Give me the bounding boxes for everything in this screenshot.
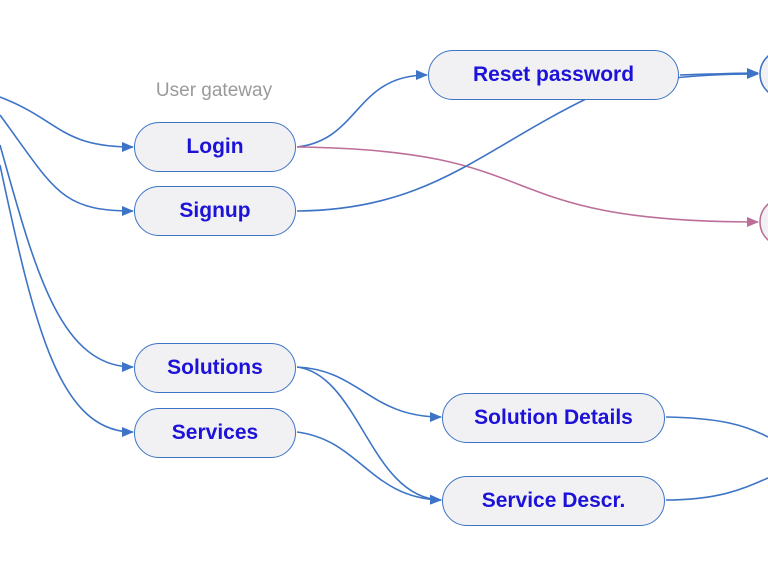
edge-solutions-to-service-descr xyxy=(296,366,442,505)
group-label-user-gateway: User gateway xyxy=(155,80,273,101)
edge-solution-details-to-offscreen xyxy=(665,416,768,438)
edge-source-to-services xyxy=(0,164,134,437)
node-reset-password[interactable]: Reset password xyxy=(428,50,679,100)
edge-source-to-signup xyxy=(0,114,134,216)
node-solutions[interactable]: Solutions xyxy=(134,343,296,393)
edge-reset-to-offscreen xyxy=(679,68,759,79)
edge-login-to-offscreen-pink xyxy=(296,146,759,227)
offscreen-node-pink-right[interactable] xyxy=(759,198,768,246)
node-login[interactable]: Login xyxy=(134,122,296,172)
node-signup[interactable]: Signup xyxy=(134,186,296,236)
node-services[interactable]: Services xyxy=(134,408,296,458)
edge-solutions-to-solution-details xyxy=(296,366,442,422)
edge-services-to-service-descr xyxy=(296,431,442,505)
edge-source-to-login xyxy=(0,96,134,152)
offscreen-node-top-right[interactable] xyxy=(759,50,768,98)
edge-source-to-solutions xyxy=(0,144,134,372)
edge-login-to-reset xyxy=(296,70,428,148)
edge-service-descr-to-offscreen xyxy=(665,477,768,501)
node-solution-details[interactable]: Solution Details xyxy=(442,393,665,443)
node-service-descr[interactable]: Service Descr. xyxy=(442,476,665,526)
edge-signup-to-offscreen xyxy=(296,69,759,212)
